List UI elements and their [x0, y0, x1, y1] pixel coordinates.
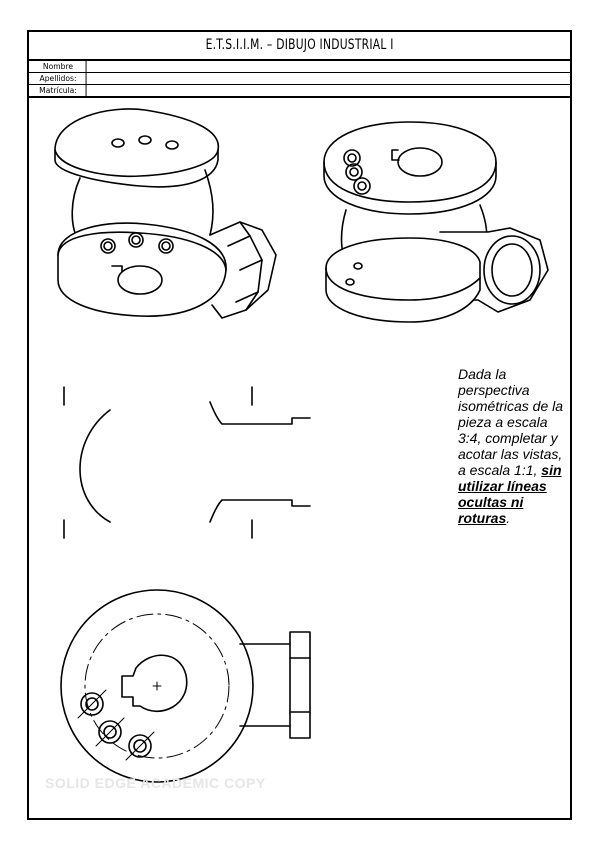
- enrollment-row: Matrícula:: [29, 85, 570, 98]
- name-row: Nombre: [29, 61, 570, 73]
- drawing-sheet: E.T.S.I.I.M. – DIBUJO INDUSTRIAL I Nombr…: [27, 30, 572, 820]
- surname-row: Apellidos:: [29, 73, 570, 85]
- isometric-view-left: [54, 108, 277, 319]
- surname-label: Apellidos:: [30, 73, 87, 84]
- instructions-text: Dada la perspectiva isométricas de la pi…: [458, 366, 570, 526]
- front-view-partial: [63, 386, 311, 539]
- enrollment-label: Matrícula:: [30, 85, 87, 96]
- watermark: SOLID EDGE ACADEMIC COPY: [45, 775, 266, 791]
- top-view: [60, 589, 311, 783]
- title-block: E.T.S.I.I.M. – DIBUJO INDUSTRIAL I: [29, 32, 570, 61]
- instructions-intro: Dada la perspectiva isométricas de la pi…: [458, 366, 564, 478]
- instructions-end: .: [506, 510, 511, 526]
- sheet-title: E.T.S.I.I.M. – DIBUJO INDUSTRIAL I: [205, 37, 394, 53]
- instructions-emphasis: sin utilizar líneas ocultas ni roturas: [458, 462, 562, 526]
- name-label: Nombre: [30, 61, 87, 72]
- isometric-view-right: [323, 121, 549, 323]
